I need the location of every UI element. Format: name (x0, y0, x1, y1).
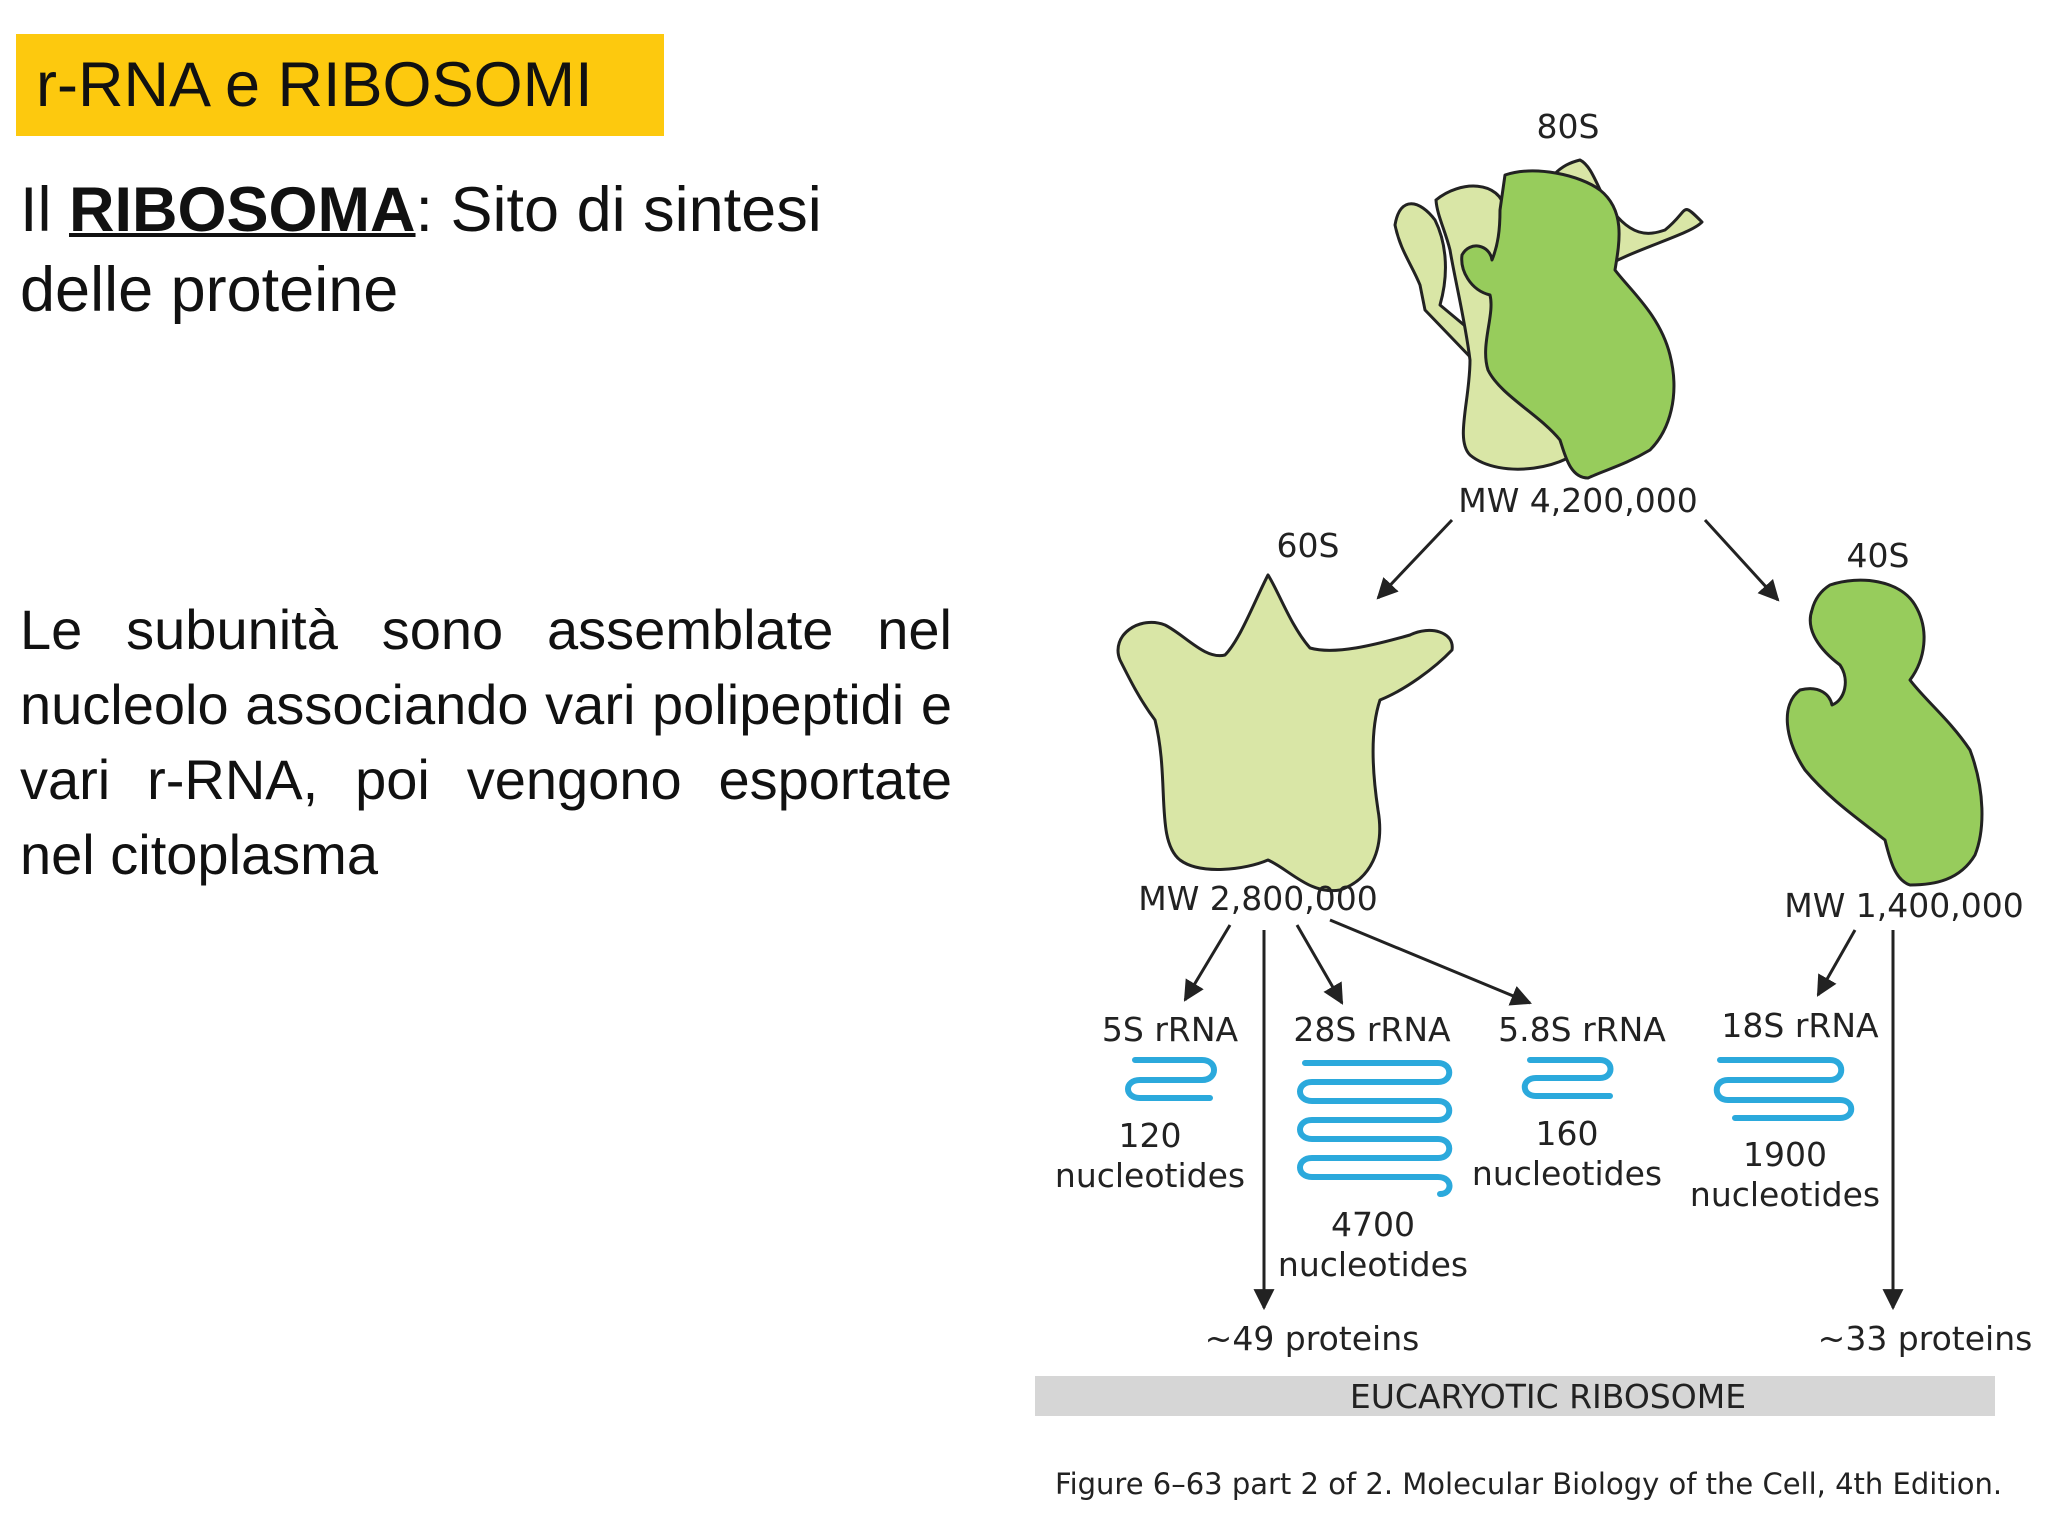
rrna-28s-unit: nucleotides (1278, 1245, 1468, 1284)
banner-label: EUCARYOTIC RIBOSOME (1350, 1377, 1746, 1416)
arrow-60s-to-5-8s (1329, 918, 1532, 1006)
rrna-28s-name: 28S rRNA (1293, 1010, 1451, 1049)
rrna-5-8s-unit: nucleotides (1472, 1154, 1662, 1193)
label-40s: 40S (1847, 536, 1910, 575)
rrna-28s-count: 4700 (1331, 1205, 1415, 1244)
label-mw-60s: MW 2,800,000 (1138, 879, 1378, 918)
slide-title: r-RNA e RIBOSOMI (16, 34, 664, 136)
rrna-18s-unit: nucleotides (1690, 1175, 1880, 1214)
figure-caption: Figure 6–63 part 2 of 2. Molecular Biolo… (1055, 1467, 2002, 1501)
label-mw-40s: MW 1,400,000 (1784, 886, 2024, 925)
subtitle-rest: : Sito di sintesi delle proteine (20, 175, 822, 325)
rrna-5s-count: 120 (1119, 1116, 1182, 1155)
subunit-40s-shape (1785, 578, 1984, 887)
subtitle-prefix: Il (20, 175, 70, 245)
rrna-5-8s-squiggle (1521, 1057, 1614, 1099)
label-80s: 80S (1537, 107, 1600, 146)
ribosome-diagram: 80S MW 4,200,000 60S 40S MW 2,800,000 MW… (1030, 100, 2048, 1510)
subunit-60s-shape (1116, 573, 1454, 893)
slide-body-text: Le subunità sono assemblate nel nucleolo… (20, 598, 952, 886)
rrna-18s-name: 18S rRNA (1721, 1006, 1879, 1045)
proteins-40s-label: ~33 proteins (1818, 1319, 2033, 1358)
label-60s: 60S (1277, 526, 1340, 565)
eucaryotic-ribosome-banner (1035, 1376, 1995, 1416)
arrow-80s-to-40s (1703, 518, 1780, 602)
rrna-5s-squiggle (1125, 1057, 1217, 1101)
label-mw-80s: MW 4,200,000 (1458, 481, 1698, 520)
rrna-5-8s-count: 160 (1536, 1114, 1599, 1153)
rrna-5s-name: 5S rRNA (1102, 1010, 1239, 1049)
rrna-28s-squiggle (1297, 1060, 1453, 1197)
slide-subtitle: Il RIBOSOMA: Sito di sintesi delle prote… (20, 170, 960, 330)
arrow-60s-to-28s (1295, 924, 1344, 1005)
rrna-18s-squiggle (1713, 1057, 1855, 1121)
arrow-40s-to-18s (1816, 929, 1857, 997)
ribosome-80s-small-subunit-shape (1460, 169, 1676, 480)
rrna-5-8s-name: 5.8S rRNA (1498, 1010, 1666, 1049)
arrow-80s-to-60s (1376, 518, 1454, 600)
rrna-5s-unit: nucleotides (1055, 1156, 1245, 1195)
subtitle-keyword: RIBOSOMA (69, 175, 416, 245)
ribosome-diagram-svg: 80S MW 4,200,000 60S 40S MW 2,800,000 MW… (1035, 107, 2033, 1501)
rrna-18s-count: 1900 (1743, 1135, 1827, 1174)
arrow-60s-to-5s (1183, 924, 1232, 1002)
proteins-60s-label: ~49 proteins (1205, 1319, 1420, 1358)
